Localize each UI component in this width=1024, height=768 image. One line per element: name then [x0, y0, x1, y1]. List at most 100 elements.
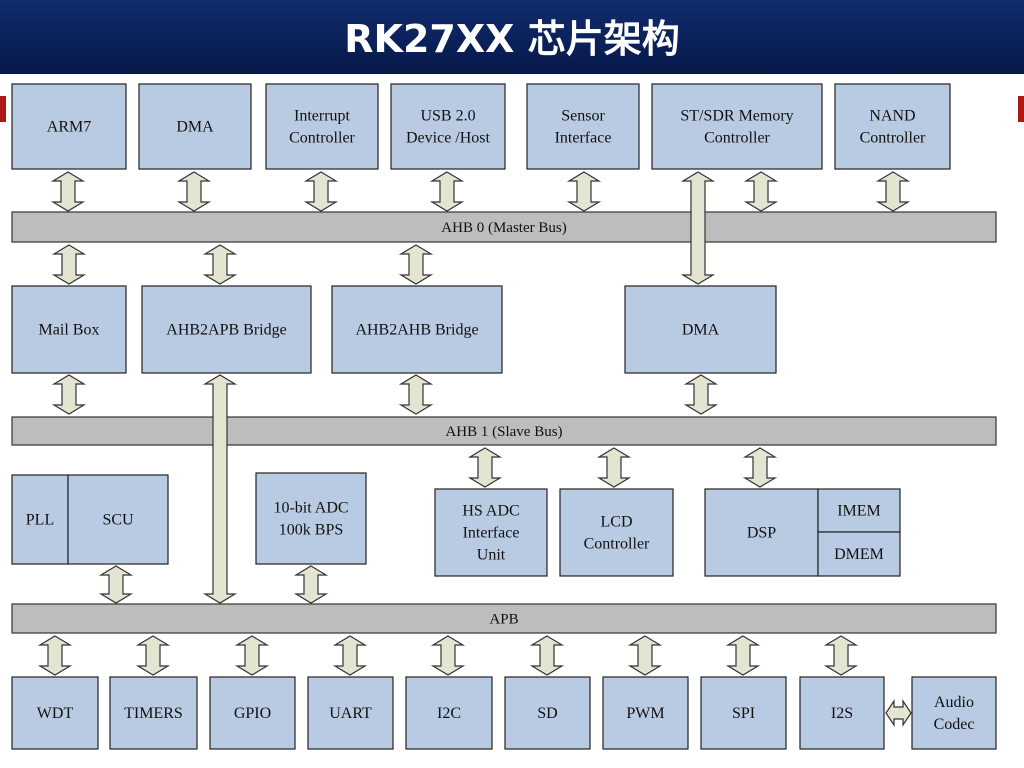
- block-usb-label: USB 2.0: [420, 108, 475, 125]
- bidirectional-arrow: [202, 374, 238, 604]
- left-edge-mark: [0, 96, 6, 122]
- block-lcd-label: Controller: [584, 536, 650, 553]
- block-i2s: I2S: [799, 676, 885, 750]
- block-imem-label: IMEM: [837, 503, 881, 520]
- block-interrupt-label: Controller: [289, 130, 355, 147]
- block-sdram-label: ST/SDR Memory: [680, 108, 793, 125]
- bidirectional-arrow: [529, 635, 565, 676]
- bidirectional-arrow: [885, 699, 912, 727]
- block-timers-label: TIMERS: [124, 705, 183, 722]
- block-arm7: ARM7: [11, 83, 127, 170]
- right-edge-mark: [1018, 96, 1024, 122]
- title-bar: RK27XX 芯片架构: [0, 0, 1024, 74]
- bidirectional-arrow: [467, 447, 503, 488]
- block-arm7-label: ARM7: [47, 119, 91, 136]
- bidirectional-arrow: [51, 374, 87, 415]
- block-lcd: LCD Controller: [559, 488, 674, 577]
- block-scu: SCU: [67, 474, 169, 565]
- block-sensor-label: Interface: [555, 130, 612, 147]
- block-audio-label: Codec: [934, 716, 975, 733]
- bidirectional-arrow: [202, 244, 238, 285]
- block-gpio-label: GPIO: [234, 705, 271, 722]
- block-spi: SPI: [700, 676, 787, 750]
- bidirectional-arrow: [176, 171, 212, 212]
- block-adc-label: 100k BPS: [279, 522, 343, 539]
- bus-ahb0-label: AHB 0 (Master Bus): [441, 220, 566, 236]
- block-adc-label: 10-bit ADC: [273, 500, 348, 517]
- block-dmem: DMEM: [817, 531, 901, 577]
- bidirectional-arrow: [742, 447, 778, 488]
- bidirectional-arrow: [135, 635, 171, 676]
- bus-ahb1-label: AHB 1 (Slave Bus): [445, 424, 562, 440]
- block-sd: SD: [504, 676, 591, 750]
- block-uart-label: UART: [329, 705, 372, 722]
- bidirectional-arrow: [596, 447, 632, 488]
- block-i2s-label: I2S: [831, 705, 853, 722]
- bidirectional-arrow: [398, 244, 434, 285]
- block-spi-label: SPI: [732, 705, 755, 722]
- block-wdt: WDT: [11, 676, 99, 750]
- block-hsadc-label: Unit: [477, 547, 506, 564]
- block-imem: IMEM: [817, 488, 901, 533]
- bus-ahb0: AHB 0 (Master Bus): [11, 211, 997, 243]
- block-hsadc-label: Interface: [463, 525, 520, 542]
- bidirectional-arrow: [98, 565, 134, 604]
- block-sdram-label: Controller: [704, 130, 770, 147]
- block-dmem-label: DMEM: [834, 546, 884, 563]
- bidirectional-arrow: [37, 635, 73, 676]
- block-gpio: GPIO: [209, 676, 296, 750]
- block-usb-label: Device /Host: [406, 130, 491, 147]
- block-i2c: I2C: [405, 676, 493, 750]
- block-scu-label: SCU: [102, 512, 134, 529]
- block-wdt-label: WDT: [37, 705, 74, 722]
- block-dma-top: DMA: [138, 83, 252, 170]
- bidirectional-arrow: [293, 565, 329, 604]
- bidirectional-arrow: [430, 635, 466, 676]
- bidirectional-arrow: [627, 635, 663, 676]
- bus-apb-label: APB: [489, 612, 518, 628]
- block-adc: 10-bit ADC 100k BPS: [255, 472, 367, 565]
- block-i2c-label: I2C: [437, 705, 461, 722]
- block-mailbox-label: Mail Box: [39, 322, 100, 339]
- block-dma-mid: DMA: [624, 285, 777, 374]
- bidirectional-arrow: [875, 171, 911, 212]
- block-ahb2apb: AHB2APB Bridge: [141, 285, 312, 374]
- block-sd-label: SD: [537, 705, 557, 722]
- block-dsp: DSP: [704, 488, 819, 577]
- bus-apb: APB: [11, 603, 997, 634]
- architecture-diagram: AHB 0 (Master Bus) AHB 1 (Slave Bus) APB A…: [11, 83, 997, 750]
- slide-title: RK27XX 芯片架构: [344, 17, 680, 61]
- bidirectional-arrow: [566, 171, 602, 212]
- bidirectional-arrow: [743, 171, 779, 212]
- block-interrupt-label: Interrupt: [294, 108, 351, 125]
- bidirectional-arrow: [725, 635, 761, 676]
- bidirectional-arrow: [398, 374, 434, 415]
- block-audio-label: Audio: [934, 694, 974, 711]
- block-mailbox: Mail Box: [11, 285, 127, 374]
- block-dma-mid-label: DMA: [682, 322, 720, 339]
- bidirectional-arrow: [234, 635, 270, 676]
- bidirectional-arrow: [303, 171, 339, 212]
- bidirectional-arrow: [680, 171, 716, 285]
- block-timers: TIMERS: [109, 676, 198, 750]
- block-pll: PLL: [11, 474, 69, 565]
- bus-ahb1: AHB 1 (Slave Bus): [11, 416, 997, 446]
- block-dsp-label: DSP: [747, 525, 776, 542]
- block-nand-label: NAND: [869, 108, 915, 125]
- bidirectional-arrow: [50, 171, 86, 212]
- block-uart: UART: [307, 676, 394, 750]
- block-ahb2ahb: AHB2AHB Bridge: [331, 285, 503, 374]
- bidirectional-arrow: [332, 635, 368, 676]
- block-hsadc-label: HS ADC: [462, 503, 519, 520]
- block-pwm: PWM: [602, 676, 689, 750]
- block-ahb2apb-label: AHB2APB Bridge: [166, 322, 286, 339]
- block-lcd-label: LCD: [601, 514, 633, 531]
- bidirectional-arrow: [51, 244, 87, 285]
